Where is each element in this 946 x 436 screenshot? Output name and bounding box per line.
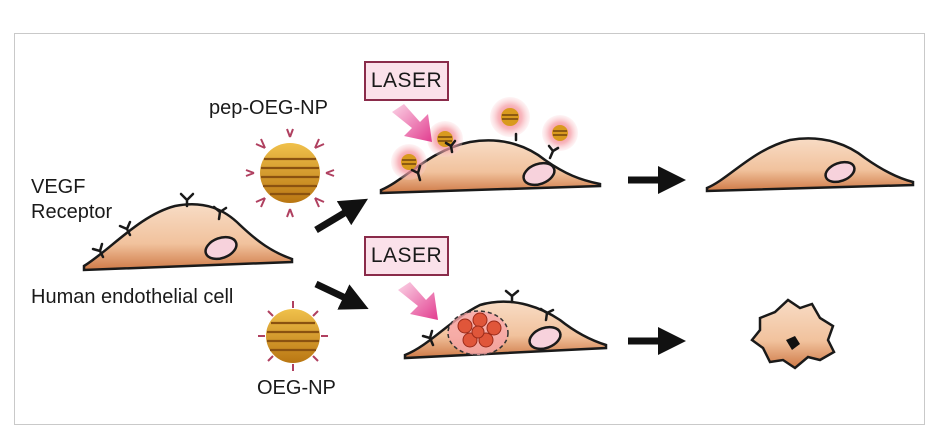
top-middle-cell [379, 97, 602, 195]
oeg-np-icon [258, 301, 328, 371]
top-right-healthy-cell [705, 137, 915, 193]
oeg-np-label: OEG-NP [257, 377, 336, 399]
branch-arrows [314, 166, 686, 355]
internalized-np-cluster [457, 312, 502, 348]
vegf-receptor-icons [91, 192, 228, 259]
figure-frame [14, 33, 925, 425]
pep-oeg-np-icon [245, 128, 335, 218]
left-endothelial-cell [82, 192, 294, 272]
left-cell-nucleus [204, 235, 238, 261]
receptor-label: Receptor [31, 201, 113, 223]
bound-np-glow-2 [427, 121, 463, 157]
laser-arrow-top [392, 104, 432, 142]
laser-arrow-bottom [398, 282, 438, 320]
vegf-label: VEGF [31, 176, 86, 198]
pep-oeg-np-label: pep-OEG-NP [209, 97, 328, 119]
human-endothelial-cell-label: Human endothelial cell [31, 286, 234, 308]
laser-box-top: LASER [364, 61, 449, 101]
bound-np-glow-4 [542, 115, 578, 151]
bottom-right-damaged-cell [750, 298, 836, 370]
arrow-to-bottom-branch [314, 280, 369, 310]
bound-np-glow-1 [391, 144, 427, 180]
bottom-middle-cell [403, 289, 608, 360]
laser-box-bottom: LASER [364, 236, 449, 276]
bound-np-glow-3 [490, 97, 530, 137]
arrow-to-top-branch [314, 198, 369, 234]
